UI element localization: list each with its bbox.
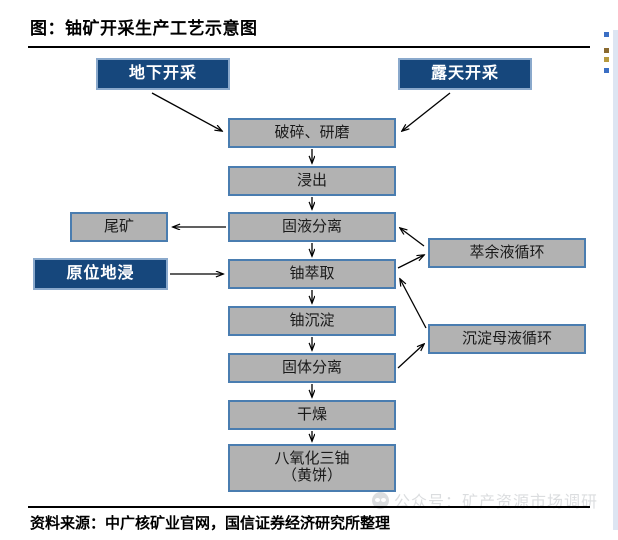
edge-motherliq-to-extraction xyxy=(400,279,427,329)
title-divider-rule xyxy=(28,46,590,48)
node-tailings[interactable]: 尾矿 xyxy=(70,212,168,242)
adjacent-column-strip xyxy=(613,30,618,530)
node-yellowcake[interactable]: 八氧化三铀 （黄饼） xyxy=(228,444,396,492)
figure-title: 图：铀矿开采生产工艺示意图 xyxy=(30,19,258,38)
node-uranium-extraction[interactable]: 铀萃取 xyxy=(228,259,396,289)
adjacent-legend-marker xyxy=(604,68,609,73)
edge-openpit-to-crush xyxy=(402,92,451,131)
node-uranium-precipitation[interactable]: 铀沉淀 xyxy=(228,306,396,336)
source-divider-rule xyxy=(28,506,590,508)
node-open-pit-mining[interactable]: 露天开采 xyxy=(398,58,532,90)
adjacent-legend-marker xyxy=(604,57,609,62)
node-solid-separation[interactable]: 固体分离 xyxy=(228,353,396,383)
edge-underground-to-crush xyxy=(151,92,222,131)
edge-extraction-to-raffinate xyxy=(397,255,424,269)
adjacent-legend-marker xyxy=(604,48,609,53)
node-underground-mining[interactable]: 地下开采 xyxy=(96,58,230,90)
node-drying[interactable]: 干燥 xyxy=(228,400,396,430)
node-in-situ-leaching[interactable]: 原位地浸 xyxy=(33,258,168,290)
adjacent-legend-marker xyxy=(604,32,609,37)
edge-solidsep-to-motherliq xyxy=(397,344,424,369)
node-mother-liquor-recycle[interactable]: 沉淀母液循环 xyxy=(428,324,586,354)
edge-raffinate-to-sls xyxy=(400,228,425,247)
node-solid-liquid-separation[interactable]: 固液分离 xyxy=(228,212,396,242)
source-note: 资料来源：中广核矿业官网，国信证券经济研究所整理 xyxy=(30,516,391,532)
node-crushing-grinding[interactable]: 破碎、研磨 xyxy=(228,118,396,148)
watermark: 公众号：矿产资源市场调研 xyxy=(372,488,598,512)
node-raffinate-recycle[interactable]: 萃余液循环 xyxy=(428,238,586,268)
watermark-text: 公众号：矿产资源市场调研 xyxy=(394,494,599,511)
node-leaching[interactable]: 浸出 xyxy=(228,166,396,196)
